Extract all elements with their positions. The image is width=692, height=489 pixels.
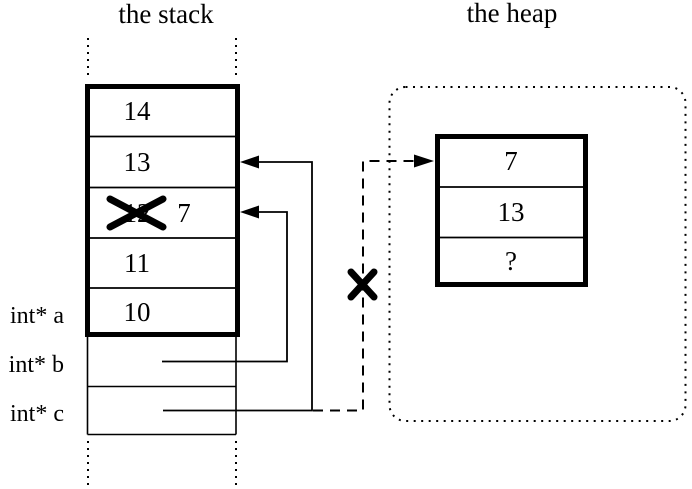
stack-title: the stack bbox=[118, 0, 214, 29]
stack-cell-replacement-value: 7 bbox=[177, 198, 191, 228]
heap-cell-value: 13 bbox=[497, 197, 525, 227]
stack-cell-value: 13 bbox=[123, 147, 151, 177]
broken-pointer-x-icon bbox=[347, 268, 378, 301]
heap-box bbox=[435, 134, 588, 287]
stack-pointer-rows-grid bbox=[86, 336, 237, 436]
stack-cell-dividers bbox=[90, 135, 235, 289]
arrowhead-left-icon bbox=[240, 205, 259, 219]
heap-cell-dividers bbox=[440, 186, 583, 239]
pointer-label-a: int* a bbox=[10, 303, 64, 329]
stack-cell-value: 10 bbox=[123, 297, 151, 327]
pointer-arrow-c bbox=[163, 155, 313, 412]
stack-guide-dotted-lines bbox=[87, 38, 237, 489]
heap-cell-value: 7 bbox=[504, 146, 518, 176]
dangling-pointer-dashed-arrow bbox=[313, 154, 434, 412]
stack-cell-value: 11 bbox=[124, 248, 150, 278]
arrowhead-right-icon bbox=[414, 154, 434, 168]
pointer-arrow-b bbox=[162, 205, 288, 363]
stack-cell-value: 14 bbox=[123, 96, 151, 126]
cross-out-x-icon bbox=[106, 195, 167, 231]
heap-cell-value: ? bbox=[505, 246, 517, 276]
pointer-label-c: int* c bbox=[10, 401, 64, 427]
arrowhead-left-icon bbox=[240, 155, 259, 169]
heap-title: the heap bbox=[466, 0, 558, 28]
pointer-label-b: int* b bbox=[8, 352, 64, 378]
stack-cell-value-crossed-out: 12 bbox=[123, 198, 151, 228]
stack-frame-box bbox=[85, 84, 240, 337]
